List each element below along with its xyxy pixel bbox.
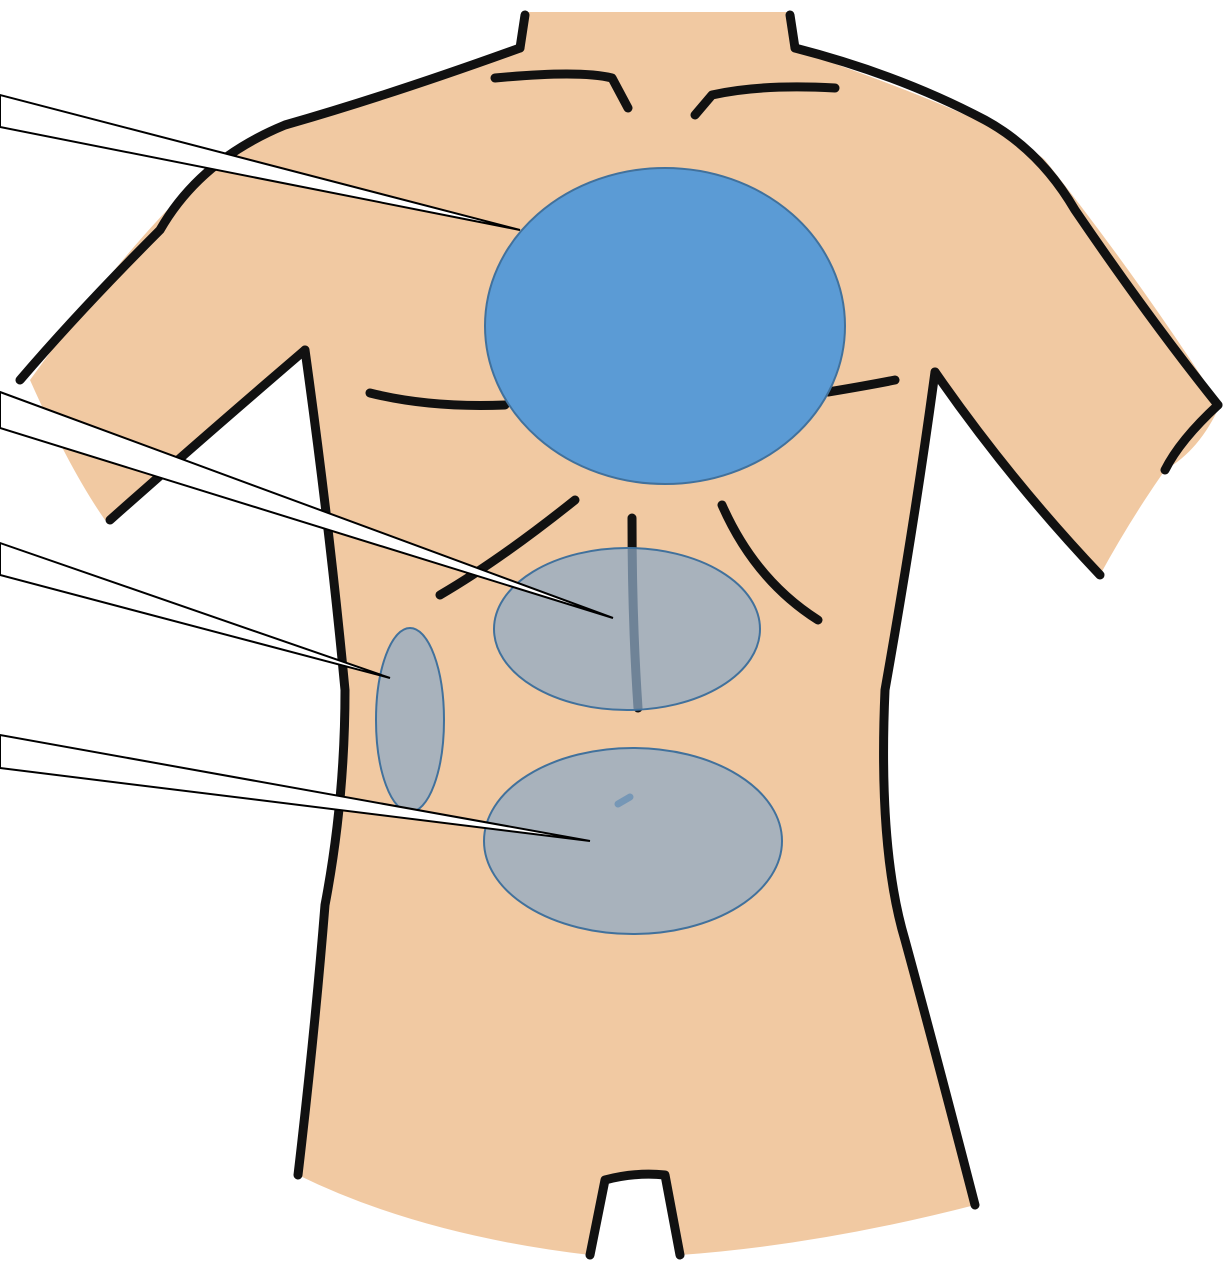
upper-abdomen-zone[interactable] [494,548,760,710]
chest-zone[interactable] [485,168,845,484]
neck-left-line [520,15,525,48]
lower-abdomen-zone[interactable] [484,748,782,934]
crotch-line [590,1174,680,1255]
neck-right-line [790,15,795,48]
flank-zone[interactable] [376,628,444,812]
